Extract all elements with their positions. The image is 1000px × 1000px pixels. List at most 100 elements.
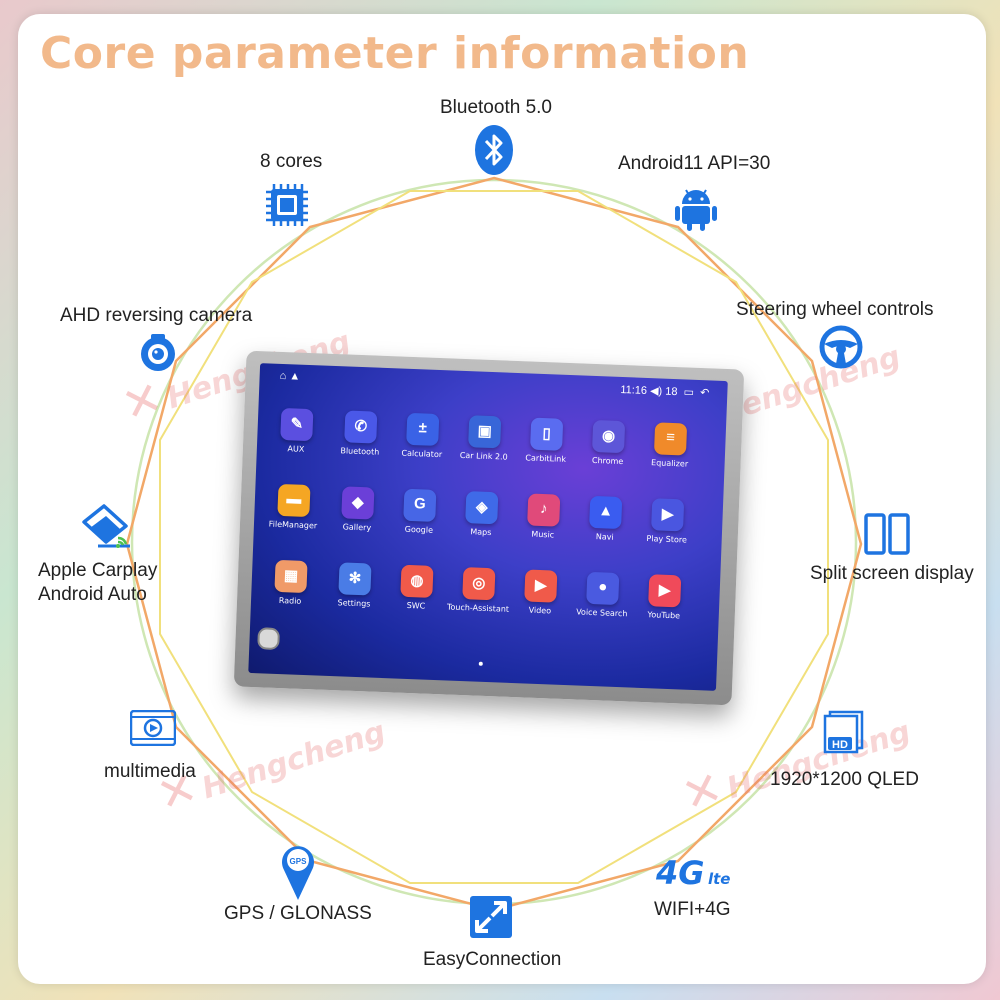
feature-label-cores: 8 cores <box>260 151 323 172</box>
app-tile: ◈ <box>465 491 499 525</box>
app-label: Google <box>404 524 434 535</box>
app-tile: ▣ <box>468 415 502 449</box>
app-tile: ± <box>406 412 440 446</box>
app-icon-chrome[interactable]: ◉ Chrome <box>577 419 641 466</box>
app-icon-settings[interactable]: ✻Settings <box>323 562 387 609</box>
app-icon-calculator[interactable]: ±Calculator <box>391 412 455 459</box>
app-tile: ▦ <box>274 559 308 594</box>
app-glyph-icon: ◆ <box>351 493 364 512</box>
app-tile: G <box>403 488 437 522</box>
app-icon-filemanager[interactable]: ▬ FileManager <box>262 483 326 530</box>
app-glyph-icon: ♪ <box>539 499 548 518</box>
app-glyph-icon: ▲ <box>597 502 614 520</box>
tablet-screen: ⌂ ▲ 11:16 ◀) 18 ▭ ↶ ✎ AUX ✆Bluetooth±Calcu… <box>248 363 728 691</box>
back-icon[interactable]: ↶ <box>699 387 710 400</box>
steering-wheel-icon <box>819 325 863 369</box>
inner-polygon <box>159 190 829 884</box>
hd-icon-text: HD <box>832 739 848 751</box>
app-glyph-icon: ≡ <box>665 428 676 447</box>
app-glyph-icon: ▣ <box>477 422 493 441</box>
status-right: 11:16 ◀) 18 ▭ ↶ <box>620 383 709 399</box>
app-tile: ◍ <box>400 564 434 598</box>
head-unit-tablet: ⌂ ▲ 11:16 ◀) 18 ▭ ↶ ✎ AUX ✆Bluetooth±Calcu… <box>233 350 745 706</box>
app-icon-touch-assistant[interactable]: ◎ Touch-Assistant <box>446 566 511 614</box>
app-glyph-icon: ▯ <box>542 424 552 443</box>
app-tile: ✻ <box>338 562 372 596</box>
carplay-icon <box>82 504 130 548</box>
lte-text: lte <box>708 870 731 888</box>
volume-level: 18 <box>665 385 678 399</box>
app-glyph-icon: ▦ <box>283 567 299 585</box>
app-icon-video[interactable]: ▶Video <box>509 569 573 616</box>
app-label: SWC <box>406 600 426 611</box>
app-label: Voice Search <box>575 607 628 619</box>
app-icon-bluetooth[interactable]: ✆Bluetooth <box>329 410 393 457</box>
recent-apps-icon[interactable]: ▭ <box>680 386 701 400</box>
split-screen-icon <box>864 513 910 555</box>
assistive-bubble[interactable] <box>257 627 281 651</box>
app-icon-swc[interactable]: ◍ SWC <box>385 564 449 611</box>
bluetooth-icon <box>475 125 513 175</box>
app-label: Navi <box>595 532 614 542</box>
app-tile: ▲ <box>589 495 623 530</box>
camera-icon <box>141 334 175 371</box>
app-glyph-icon: ▶ <box>661 505 674 524</box>
app-label: Equalizer <box>650 458 689 469</box>
app-glyph-icon: ✻ <box>348 569 362 588</box>
app-icon-car-link-2-0[interactable]: ▣ Car Link 2.0 <box>453 415 517 462</box>
app-label: Touch-Assistant <box>446 602 510 614</box>
app-label: Radio <box>278 595 302 606</box>
app-icon-maps[interactable]: ◈ Maps <box>450 491 514 538</box>
app-label: Car Link 2.0 <box>459 450 508 462</box>
app-glyph-icon: ± <box>418 419 428 437</box>
app-icon-youtube[interactable]: ▶YouTube <box>633 574 697 621</box>
app-icon-navi[interactable]: ▲ Navi <box>574 495 638 542</box>
app-tile: ▶ <box>651 498 685 532</box>
app-tile: ▯ <box>530 417 564 451</box>
app-tile: ◎ <box>462 567 496 601</box>
app-icon-voice-search[interactable]: ●Voice Search <box>571 571 635 618</box>
app-glyph-icon: ✎ <box>290 415 304 433</box>
app-label: Gallery <box>342 522 372 533</box>
app-icon-music[interactable]: ♪ Music <box>512 493 576 540</box>
app-icon-gallery[interactable]: ◆ Gallery <box>326 486 390 533</box>
4g-text: 4G <box>656 854 705 892</box>
app-icon-play-store[interactable]: ▶ Play Store <box>636 498 700 545</box>
expand-arrows-icon <box>470 896 512 938</box>
app-label: Maps <box>470 527 492 538</box>
volume-icon: ◀) <box>649 385 666 398</box>
app-icon-google[interactable]: G Google <box>388 488 452 535</box>
info-card: Core parameter information ✕Hengcheng ✕H… <box>18 14 986 984</box>
clock: 11:16 <box>620 383 648 397</box>
app-label: YouTube <box>647 610 681 621</box>
gps-icon-text: GPS <box>290 857 308 866</box>
app-icon-aux[interactable]: ✎ AUX <box>265 407 329 454</box>
feature-label-android: Android11 API=30 <box>618 153 771 174</box>
app-label: FileManager <box>268 519 318 531</box>
feature-label-split-screen: Split screen display <box>810 563 974 584</box>
app-tile: ◉ <box>591 419 626 454</box>
app-label: Music <box>531 529 555 540</box>
app-icon-carbitlink[interactable]: ▯CarbitLink <box>515 417 579 464</box>
app-glyph-icon: ▶ <box>534 576 547 595</box>
app-tile: ● <box>586 571 620 606</box>
app-icon-radio[interactable]: ▦ Radio <box>259 559 323 606</box>
app-label: Play Store <box>646 534 688 545</box>
app-glyph-icon: ▬ <box>286 490 302 508</box>
app-tile: ≡ <box>653 422 688 456</box>
cpu-chip-icon <box>266 184 308 226</box>
feature-label-gps: GPS / GLONASS <box>224 903 372 924</box>
feature-label-carplay: Apple Carplay <box>38 560 158 581</box>
app-label: Chrome <box>591 455 624 467</box>
app-glyph-icon: ◎ <box>472 574 486 592</box>
feature-label-easyconnection: EasyConnection <box>423 949 562 970</box>
page-title: Core parameter information <box>40 28 750 79</box>
4g-lte-icon: 4G lte <box>656 854 731 892</box>
app-glyph-icon: ◉ <box>601 427 616 445</box>
home-nav-icon[interactable]: ⌂ ▲ <box>279 369 301 383</box>
app-glyph-icon: ◍ <box>410 572 424 590</box>
app-tile: ◆ <box>341 486 375 520</box>
feature-label-resolution: 1920*1200 QLED <box>770 769 919 790</box>
app-icon-equalizer[interactable]: ≡ Equalizer <box>638 422 702 469</box>
app-label: AUX <box>287 444 305 454</box>
